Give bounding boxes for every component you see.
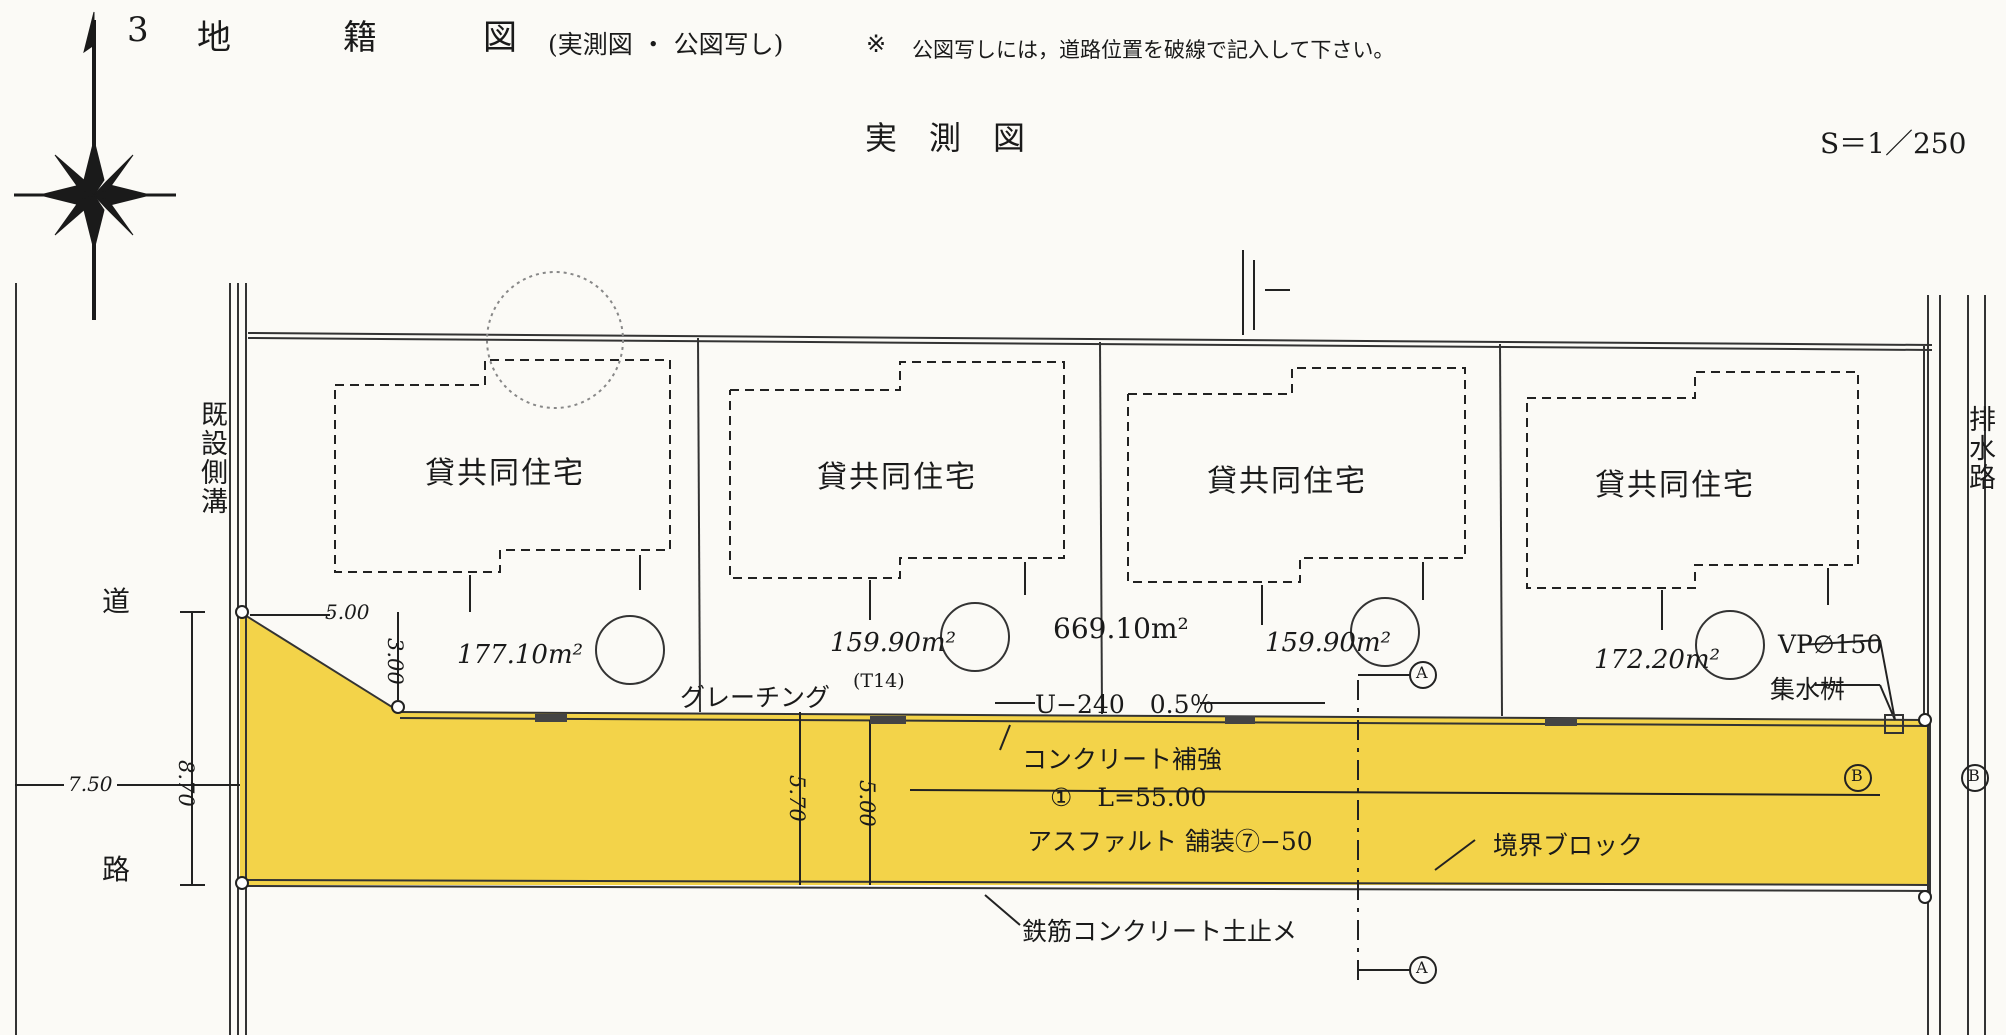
dimension-5-00-top: 5.00 [325,600,370,624]
dimension-5-00-mid: 5.00 [855,780,879,827]
section-b-left: B [1851,766,1863,785]
dimension-3-00: 3.00 [383,638,407,685]
road-label-top: 道 [102,585,131,618]
lot-3-area: 159.90m² [1265,628,1392,658]
seal-stamps [486,271,1765,685]
dimension-7-50: 7.50 [64,772,117,796]
title-char-1: 地 [197,18,231,58]
title-char-3: 図 [483,18,517,58]
concrete-label: コンクリート補強 [1022,745,1223,774]
boundary-block-label: 境界ブロック [1493,831,1644,860]
lot-4-area: 172.20m² [1594,645,1721,675]
grating-label: グレーチング [680,683,831,712]
lot-2-area: 159.90m² [830,628,957,658]
dimension-lines [15,611,1881,886]
grating-marks [235,605,1932,904]
asphalt-label: アスファルト 舗装⑦−50 [1027,827,1313,856]
section-number: 3 [127,10,149,50]
note-mark: ※ [866,30,887,58]
title-char-2: 籍 [343,18,377,58]
dimension-5-70: 5.70 [785,775,809,822]
drain-lines [1927,295,1986,1035]
retaining-wall-label: 鉄筋コンクリート土止メ [1022,917,1298,946]
road-label-bottom: 路 [102,853,131,886]
north-compass-icon [14,11,176,320]
lot-boundaries [239,332,1933,895]
section-b-right: B [1968,766,1980,785]
building-leaders [469,555,1829,630]
lot-4-building: 貸共同住宅 [1595,468,1755,503]
catch-basin-label: 集水桝 [1770,675,1846,704]
section-a-top: A [1416,663,1428,682]
header-note: 公図写しには，道路位置を破線で記入して下さい。 [912,38,1395,62]
new-road-area [240,612,1930,885]
existing-ditch-lines [15,283,247,1035]
total-area: 669.10m² [1053,612,1189,645]
gutter-label: U−240 0.5％ [1035,690,1215,719]
lot-1-building: 貸共同住宅 [425,456,585,491]
section-a-bottom: A [1416,958,1428,977]
drawing-title: 実 測 図 [865,119,1026,157]
vp-pipe-label: VP∅150 [1778,630,1883,659]
dimension-8-70: 8.70 [174,760,198,807]
lot-2-building: 貸共同住宅 [817,460,977,495]
drain-label: 排水路 [1964,405,1995,492]
building-footprints [334,359,1859,589]
title-subtitle: (実測図 ・ 公図写し) [548,30,784,59]
grating-code: (T14) [853,670,905,692]
road-length-label: ① L=55.00 [1050,783,1207,812]
lot-1-area: 177.10m² [457,640,584,670]
drawing-scale: S＝1／250 [1820,127,1967,160]
existing-ditch-label: 既設側溝 [196,400,227,516]
lot-3-building: 貸共同住宅 [1207,464,1367,499]
